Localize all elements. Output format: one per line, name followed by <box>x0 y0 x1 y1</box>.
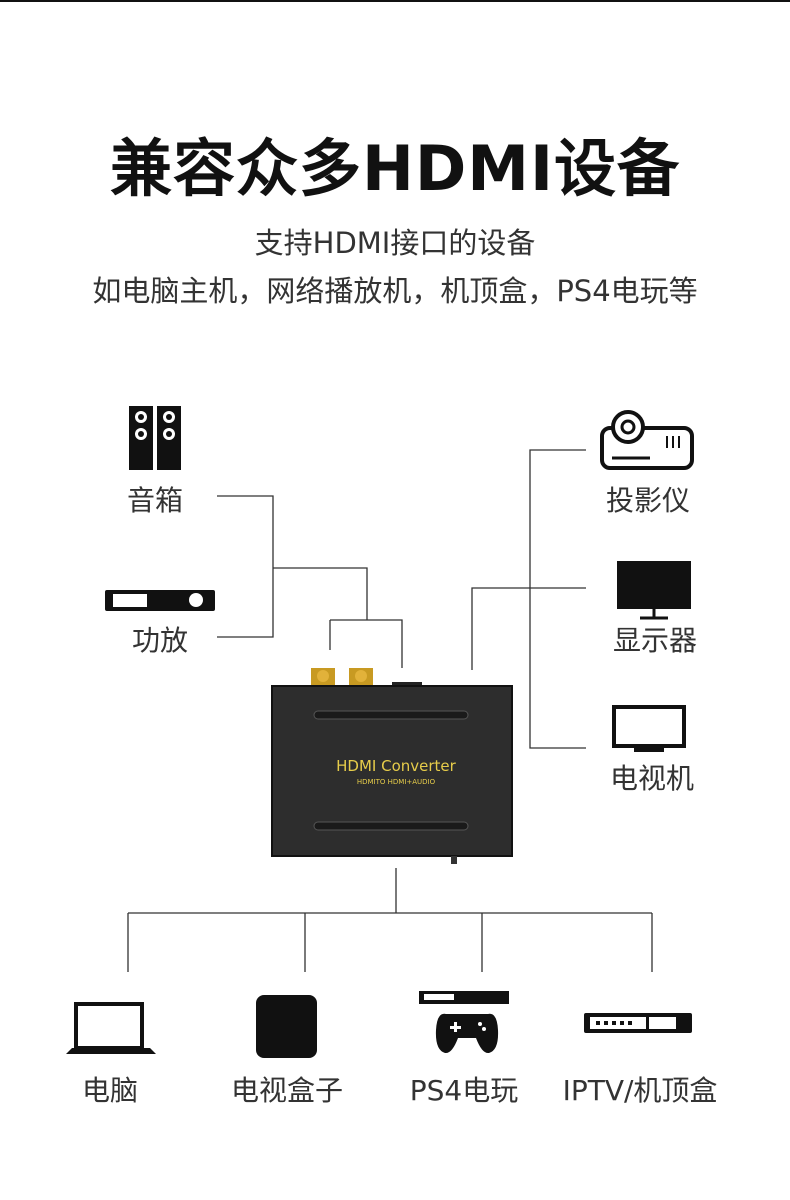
gamepad-icon <box>419 991 509 1054</box>
tv-box-icon <box>256 995 317 1058</box>
ps4-label: PS4电玩 <box>410 1074 518 1107</box>
tv-icon <box>612 705 686 752</box>
connector-lines <box>127 449 653 972</box>
page-title: 兼容众多HDMI设备 <box>109 132 681 205</box>
projector-icon <box>600 410 694 470</box>
device-model-label: HDMITO HDMI+AUDIO <box>357 778 436 786</box>
tv-box-label: 电视盒子 <box>231 1074 343 1107</box>
monitor-label: 显示器 <box>613 624 697 657</box>
top-divider <box>0 0 790 2</box>
tv-label: 电视机 <box>610 762 694 795</box>
subtitle-line-2: 如电脑主机，网络播放机，机顶盒，PS4电玩等 <box>92 274 698 308</box>
set-top-box-icon <box>584 1013 692 1033</box>
speaker-label: 音箱 <box>127 484 183 517</box>
laptop-label: 电脑 <box>82 1074 138 1107</box>
amplifier-label: 功放 <box>132 624 188 657</box>
device-brand-label: HDMI Converter <box>336 757 457 775</box>
hdmi-converter-device: HDMI Converter HDMITO HDMI+AUDIO <box>271 668 513 864</box>
amplifier-icon <box>105 590 215 611</box>
projector-label: 投影仪 <box>606 484 690 517</box>
speaker-icon <box>129 406 181 470</box>
subtitle-line-1: 支持HDMI接口的设备 <box>254 226 536 260</box>
laptop-icon <box>66 1002 156 1054</box>
set-top-box-label: IPTV/机顶盒 <box>563 1074 718 1107</box>
monitor-icon <box>617 561 691 620</box>
